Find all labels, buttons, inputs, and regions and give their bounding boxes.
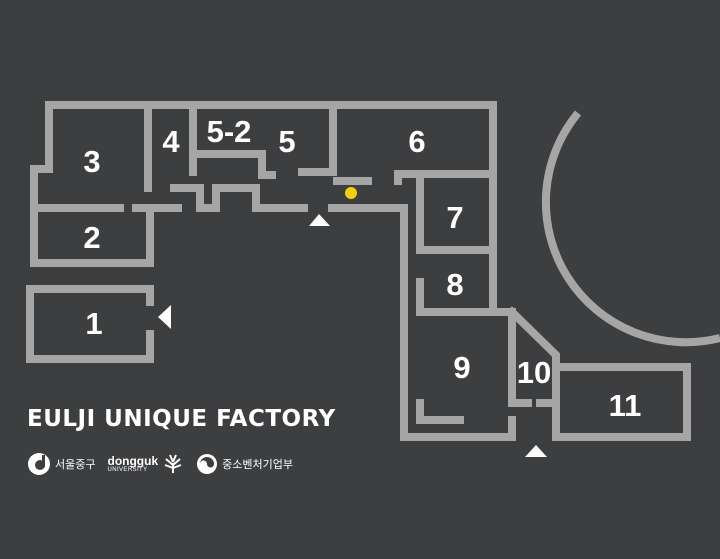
room-label-10[interactable]: 10: [517, 355, 551, 390]
junggu-emblem-icon: [28, 453, 50, 475]
wall-10-right: [506, 306, 560, 441]
junggu-logo-text: 서울중구: [55, 459, 96, 471]
dongguk-logo: dongguk UNIVERSITY: [107, 453, 184, 475]
junggu-logo: 서울중구: [27, 452, 95, 476]
taeguk-emblem-icon: [197, 454, 218, 474]
room-label-6[interactable]: 6: [408, 124, 425, 159]
dongguk-logo-text: dongguk: [107, 454, 159, 468]
room-label-4[interactable]: 4: [162, 124, 180, 159]
entrance-marker-bottom: [525, 445, 547, 457]
wall-room-11: [552, 363, 691, 441]
room-label-5-2[interactable]: 5-2: [207, 114, 252, 149]
walls: [26, 101, 720, 441]
dongguk-logo-subtext: UNIVERSITY: [107, 467, 148, 473]
room-label-1[interactable]: 1: [85, 306, 102, 341]
partner-logos: 서울중구 dongguk UNIVERSITY 중소벤처기업부: [27, 449, 305, 479]
room-label-9[interactable]: 9: [453, 350, 470, 385]
dongguk-leaf-icon: [164, 454, 182, 473]
room-label-7[interactable]: 7: [446, 200, 463, 235]
room-label-8[interactable]: 8: [446, 267, 463, 302]
mss-logo: 중소벤처기업부: [196, 453, 293, 475]
room-label-3[interactable]: 3: [83, 144, 100, 179]
wall-5-2-5: [226, 150, 276, 179]
wall-room-1: [26, 285, 154, 363]
wall-6-bottom-b: [394, 170, 493, 185]
entrance-marker-center: [309, 214, 330, 226]
current-location-dot: [345, 187, 357, 199]
room-label-11[interactable]: 11: [609, 388, 642, 423]
factory-title: EULJI UNIQUE FACTORY: [27, 406, 336, 432]
mss-logo-text: 중소벤처기업부: [222, 459, 293, 471]
room-label-2[interactable]: 2: [83, 220, 100, 255]
entrance-marker-room-1: [158, 305, 171, 329]
room-label-5[interactable]: 5: [278, 124, 295, 159]
wall-corridor-top: [170, 184, 308, 212]
wall-arc: [541, 110, 720, 347]
